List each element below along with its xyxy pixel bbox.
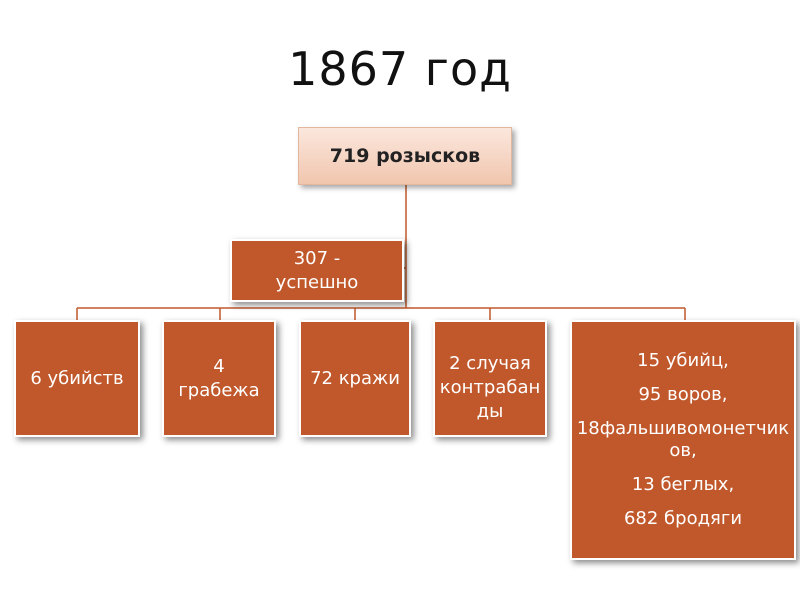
child-node-thefts: 72 кражи xyxy=(299,320,411,437)
slide-title: 1867 год xyxy=(288,42,512,96)
detail-line: 18фальшивомонетчиков, xyxy=(576,418,790,461)
child-node-smuggling: 2 случая контрабанды xyxy=(433,320,547,437)
child-node-label: 4 грабежа xyxy=(178,355,260,401)
child-node-robberies: 4 грабежа xyxy=(162,320,276,437)
child-node-murders: 6 убийств xyxy=(14,320,140,437)
assistant-node-label: 307 - успешно xyxy=(275,247,359,293)
root-node: 719 розысков xyxy=(298,127,512,185)
detail-line: 13 беглых, xyxy=(631,474,735,495)
detail-line: 95 воров, xyxy=(638,384,728,405)
detail-node: 15 убийц, 95 воров, 18фальшивомонетчиков… xyxy=(570,320,796,560)
child-node-label: 2 случая контрабанды xyxy=(439,353,541,422)
child-node-label: 72 кражи xyxy=(310,367,400,389)
assistant-node: 307 - успешно xyxy=(230,239,404,302)
detail-line: 15 убийц, xyxy=(637,350,729,371)
child-node-label: 6 убийств xyxy=(30,367,124,389)
detail-line: 682 бродяги xyxy=(623,508,743,529)
